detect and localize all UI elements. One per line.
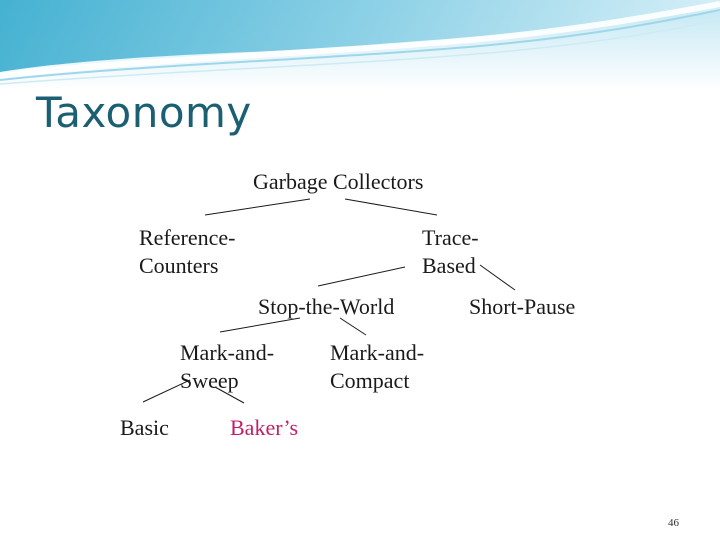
node-reference-counters: Reference- Counters	[139, 224, 235, 280]
node-mark-and-compact-line2: Compact	[330, 367, 424, 395]
edge-trace-based-to-short-pause	[480, 265, 515, 290]
node-reference-counters-line2: Counters	[139, 252, 235, 280]
node-mark-and-sweep: Mark-and- Sweep	[180, 339, 274, 395]
node-bakers: Baker’s	[230, 414, 298, 442]
node-mark-and-compact-line1: Mark-and-	[330, 339, 424, 367]
node-trace-based-line1: Trace-	[422, 224, 479, 252]
node-mark-and-sweep-line1: Mark-and-	[180, 339, 274, 367]
node-mark-and-sweep-line2: Sweep	[180, 367, 274, 395]
node-trace-based: Trace- Based	[422, 224, 479, 280]
node-mark-and-compact: Mark-and- Compact	[330, 339, 424, 395]
node-basic: Basic	[120, 414, 169, 442]
node-trace-based-line2: Based	[422, 252, 479, 280]
edge-root-to-reference-counters	[205, 199, 310, 215]
page-number: 46	[668, 517, 679, 529]
edge-root-to-trace-based	[345, 199, 437, 215]
edge-trace-based-to-stop-the-world	[318, 267, 405, 286]
node-stop-the-world: Stop-the-World	[258, 293, 394, 321]
node-garbage-collectors: Garbage Collectors	[253, 168, 423, 196]
node-reference-counters-line1: Reference-	[139, 224, 235, 252]
node-short-pause: Short-Pause	[469, 293, 575, 321]
